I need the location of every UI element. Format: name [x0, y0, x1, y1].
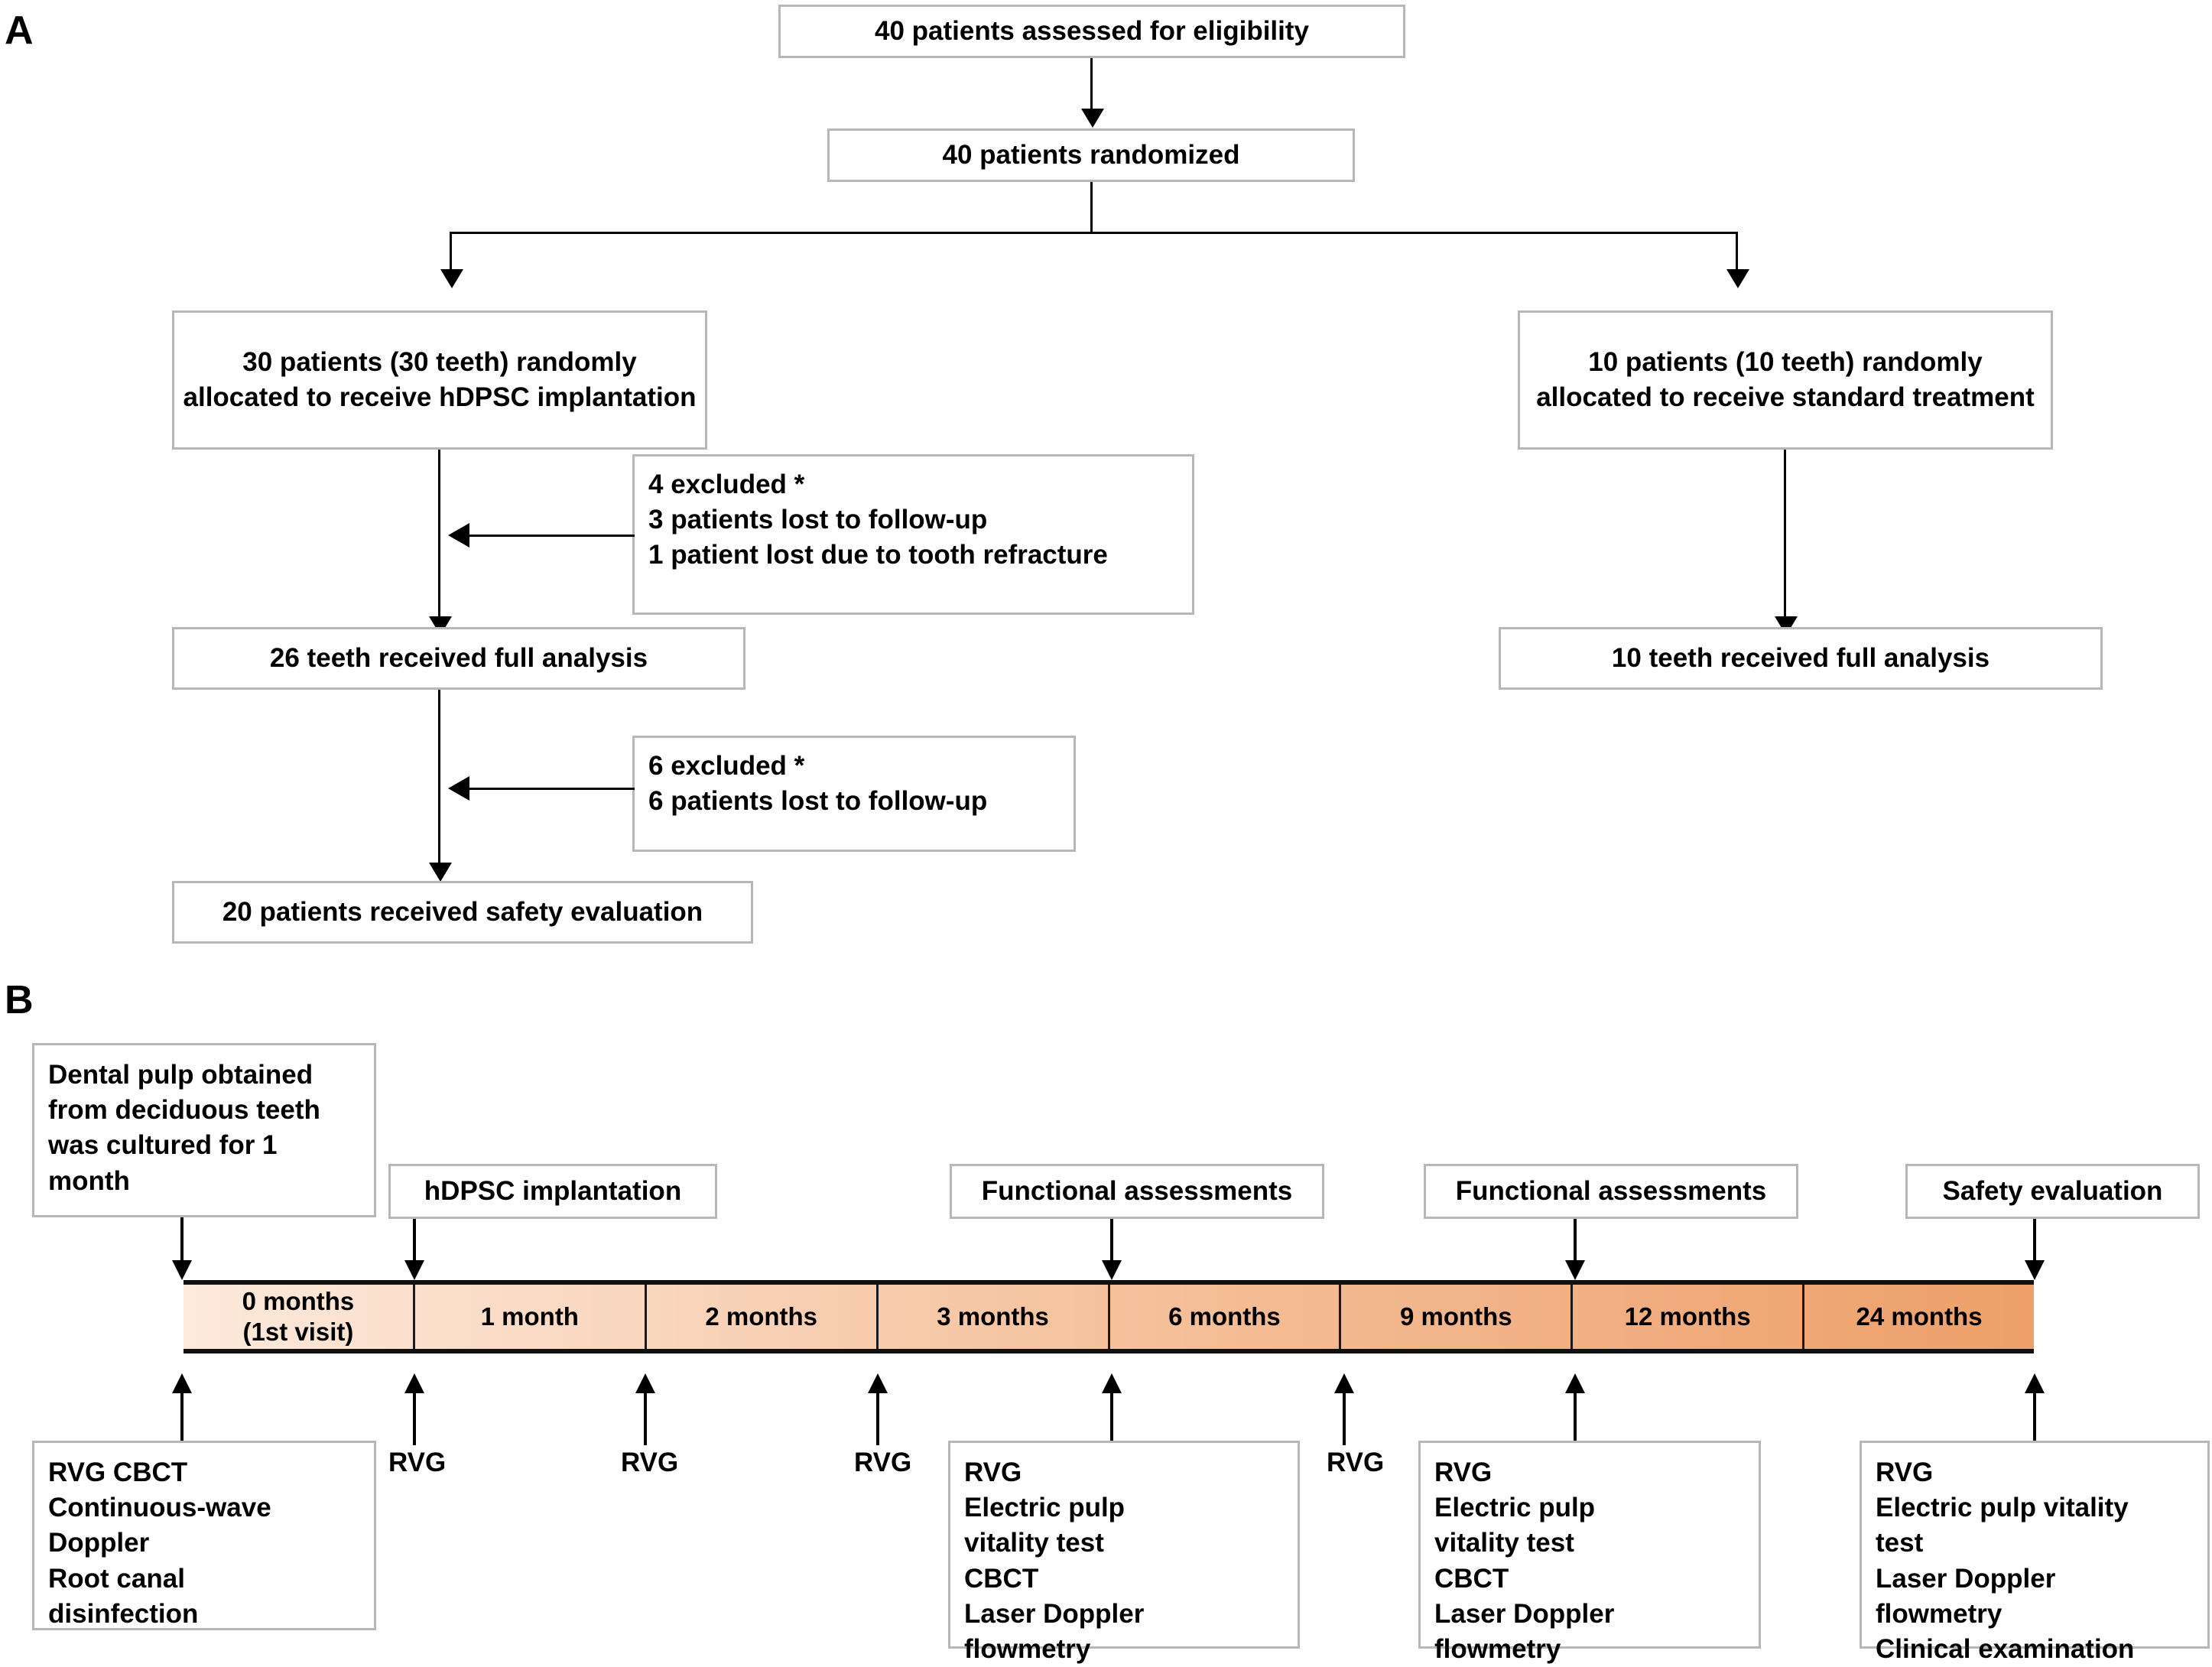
arrow-exclusion-2	[448, 776, 469, 801]
box-assessed-for-eligibility: 40 patients assessed for eligibility	[778, 5, 1405, 58]
box-safety-evaluation-24m: Safety evaluation	[1905, 1164, 2200, 1219]
arrow-to-test-arm	[440, 269, 463, 288]
timeline-segment-6m[interactable]: 6 months	[1110, 1285, 1342, 1349]
box-exclusion-1: 4 excluded * 3 patients lost to follow-u…	[632, 454, 1194, 615]
box-functional-assessments-9m: Functional assessments	[1424, 1164, 1798, 1219]
label-rvg-3m: RVG	[854, 1448, 912, 1477]
label-rvg-1m: RVG	[388, 1448, 447, 1477]
box-visit1-procedures-text: RVG CBCT Continuous-wave Doppler Root ca…	[48, 1457, 271, 1629]
connector-dental-pulp-to-timeline	[180, 1217, 184, 1263]
arrow-to-control-arm	[1726, 269, 1749, 288]
arrow-timeline-to-visit1	[172, 1373, 192, 1393]
timeline-segment-9m[interactable]: 9 months	[1341, 1285, 1574, 1349]
timeline-segment-2m[interactable]: 2 months	[647, 1285, 879, 1349]
box-assessed-text: 40 patients assessed for eligibility	[875, 15, 1309, 46]
panel-b-label: B	[5, 978, 34, 1022]
connector-timeline-to-safety-24m	[2033, 1393, 2036, 1445]
connector-randomized-bus	[450, 232, 1738, 234]
box-hdpsc-implantation: hDPSC implantation	[388, 1164, 717, 1219]
box-exclusion-1-text: 4 excluded * 3 patients lost to follow-u…	[648, 470, 1108, 570]
connector-timeline-to-rvg-6m	[1343, 1393, 1346, 1445]
connector-functional-9m-to-timeline	[1574, 1219, 1577, 1263]
panel-a-label: A	[5, 8, 34, 53]
arrow-timeline-to-rvg-6m	[1334, 1373, 1354, 1393]
connector-timeline-to-rvg-1m	[413, 1393, 416, 1445]
box-functional-assessments-9m-text: Functional assessments	[1455, 1175, 1767, 1206]
box-assessments-3m-procedures: RVG Electric pulp vitality test CBCT Las…	[948, 1441, 1300, 1664]
arrow-functional-9m-to-timeline	[1565, 1260, 1585, 1280]
box-safety-24m-procedures: RVG Electric pulp vitality test Laser Do…	[1860, 1441, 2210, 1664]
box-dental-pulp-culture: Dental pulp obtained from deciduous teet…	[32, 1043, 376, 1217]
connector-bus-right-drop	[1736, 232, 1738, 274]
arrow-assessed-to-randomized	[1081, 109, 1104, 128]
connector-exclusion-1	[459, 535, 635, 537]
connector-randomized-stem	[1090, 182, 1093, 234]
connector-bus-left-drop	[450, 232, 452, 274]
box-assessments-9m-procedures: RVG Electric pulp vitality test CBCT Las…	[1418, 1441, 1761, 1664]
box-assessments-9m-procedures-text: RVG Electric pulp vitality test CBCT Las…	[1434, 1457, 1615, 1664]
box-full-analysis-control: 10 teeth received full analysis	[1499, 627, 2103, 690]
arrow-timeline-to-rvg-2m	[635, 1373, 655, 1393]
connector-hdpsc-to-timeline	[413, 1219, 416, 1263]
connector-timeline-to-assessments-9m	[1574, 1393, 1577, 1445]
box-control-arm-allocation: 10 patients (10 teeth) randomly allocate…	[1518, 310, 2053, 450]
box-test-arm-text: 30 patients (30 teeth) randomly allocate…	[183, 346, 697, 412]
connector-timeline-to-rvg-3m	[876, 1393, 879, 1445]
connector-test-arm-to-analysis	[438, 450, 440, 622]
connector-safety-24m-to-timeline	[2033, 1219, 2036, 1263]
box-control-arm-text: 10 patients (10 teeth) randomly allocate…	[1536, 346, 2035, 412]
box-functional-assessments-3m-text: Functional assessments	[981, 1175, 1293, 1206]
timeline-segment-1m[interactable]: 1 month	[415, 1285, 647, 1349]
box-exclusion-2: 6 excluded * 6 patients lost to follow-u…	[632, 736, 1076, 852]
arrow-analysis-to-safety	[429, 863, 452, 882]
timeline-segment-0m[interactable]: 0 months (1st visit)	[184, 1285, 415, 1349]
label-rvg-2m: RVG	[621, 1448, 679, 1477]
box-safety-evaluation: 20 patients received safety evaluation	[172, 881, 753, 944]
arrow-timeline-to-safety-24m	[2025, 1373, 2045, 1393]
arrow-functional-3m-to-timeline	[1102, 1260, 1122, 1280]
box-test-arm-allocation: 30 patients (30 teeth) randomly allocate…	[172, 310, 707, 450]
box-full-analysis-control-text: 10 teeth received full analysis	[1611, 642, 1990, 673]
box-hdpsc-implantation-text: hDPSC implantation	[424, 1175, 682, 1206]
connector-control-arm-to-analysis	[1784, 450, 1786, 622]
study-timeline: 0 months (1st visit) 1 month 2 months 3 …	[184, 1280, 2034, 1353]
arrow-timeline-to-assessments-9m	[1565, 1373, 1585, 1393]
connector-timeline-to-visit1	[180, 1393, 184, 1445]
box-dental-pulp-culture-text: Dental pulp obtained from deciduous teet…	[48, 1060, 320, 1196]
box-visit1-procedures: RVG CBCT Continuous-wave Doppler Root ca…	[32, 1441, 376, 1630]
connector-timeline-to-assessments-3m	[1110, 1393, 1113, 1445]
connector-exclusion-2	[459, 788, 635, 790]
connector-timeline-to-rvg-2m	[644, 1393, 647, 1445]
connector-analysis-to-safety	[438, 690, 440, 869]
timeline-segment-12m[interactable]: 12 months	[1573, 1285, 1805, 1349]
box-safety-evaluation-text: 20 patients received safety evaluation	[222, 896, 703, 927]
connector-functional-3m-to-timeline	[1110, 1219, 1113, 1263]
box-safety-evaluation-24m-text: Safety evaluation	[1942, 1175, 2163, 1206]
arrow-exclusion-1	[448, 523, 469, 548]
arrow-timeline-to-assessments-3m	[1102, 1373, 1122, 1393]
box-exclusion-2-text: 6 excluded * 6 patients lost to follow-u…	[648, 751, 988, 817]
box-full-analysis-test-text: 26 teeth received full analysis	[269, 642, 648, 673]
arrow-timeline-to-rvg-1m	[404, 1373, 424, 1393]
timeline-segment-3m[interactable]: 3 months	[879, 1285, 1110, 1349]
arrow-timeline-to-rvg-3m	[868, 1373, 888, 1393]
connector-assessed-to-randomized	[1090, 58, 1093, 113]
arrow-hdpsc-to-timeline	[404, 1260, 424, 1280]
arrow-dental-pulp-to-timeline	[172, 1260, 192, 1280]
arrow-safety-24m-to-timeline	[2025, 1260, 2045, 1280]
label-rvg-6m: RVG	[1327, 1448, 1385, 1477]
timeline-segment-24m[interactable]: 24 months	[1856, 1302, 1983, 1331]
box-randomized: 40 patients randomized	[827, 128, 1355, 182]
box-assessments-3m-procedures-text: RVG Electric pulp vitality test CBCT Las…	[964, 1457, 1145, 1664]
box-randomized-text: 40 patients randomized	[942, 139, 1240, 170]
box-functional-assessments-3m: Functional assessments	[950, 1164, 1324, 1219]
box-safety-24m-procedures-text: RVG Electric pulp vitality test Laser Do…	[1876, 1457, 2135, 1664]
box-full-analysis-test: 26 teeth received full analysis	[172, 627, 745, 690]
